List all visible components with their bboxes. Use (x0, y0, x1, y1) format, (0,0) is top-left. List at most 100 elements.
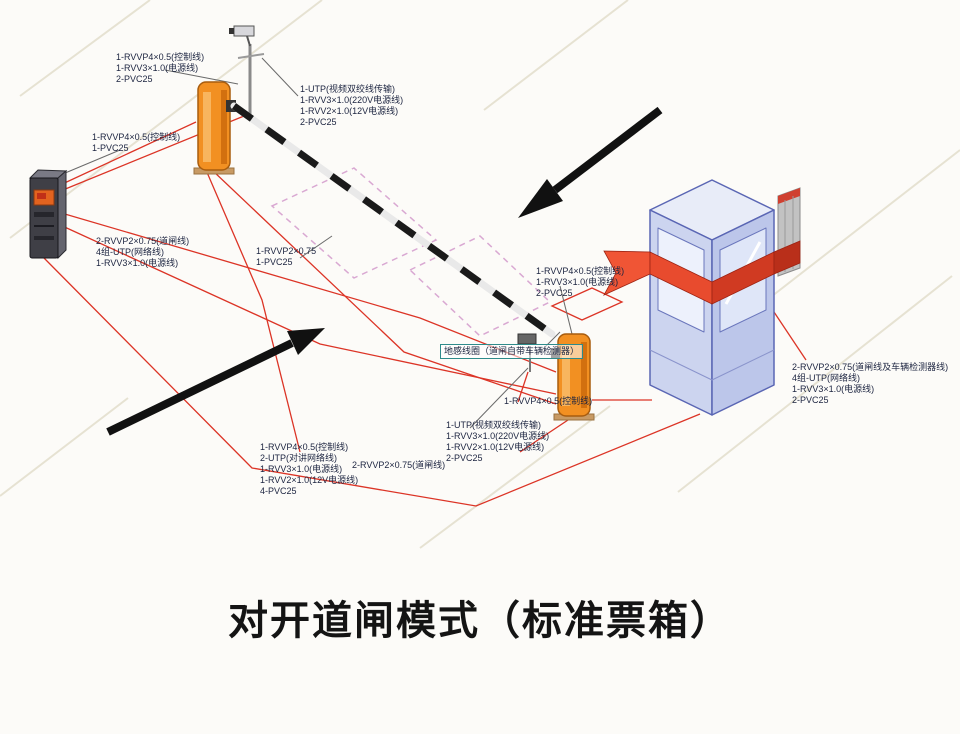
cable-label: 1-RVV3×1.0(电源线) (536, 277, 619, 287)
road-line (0, 397, 129, 497)
cable-label: 2-PVC25 (792, 395, 829, 405)
arrow-shaft (106, 339, 294, 436)
guard-booth (649, 179, 775, 416)
arrow-head (287, 328, 325, 355)
leader-lines (57, 57, 573, 429)
road-line (19, 0, 151, 97)
pole-crossbar (237, 53, 265, 59)
card-slot (34, 236, 54, 240)
road-line (483, 0, 629, 111)
cable-label: 2-RVVP2×0.75(道闸线) (96, 236, 190, 246)
cable-label: 2-UTP(对讲网络线) (260, 453, 337, 463)
booth-ribbon (603, 240, 801, 305)
mini-camera-icon (517, 333, 537, 345)
label-group-arm-center: 1-RVVP2×0.75 1-PVC25 (256, 246, 316, 268)
label-ground-loop: 地感线圈（道闸自带车辆检测器） (440, 344, 584, 359)
cable-label: 4-PVC25 (260, 486, 297, 496)
arrow-head (518, 179, 563, 218)
traffic-arrow-in (518, 106, 663, 218)
cable-label: 2-PVC25 (116, 74, 153, 84)
cable-label: 1-RVV3×1.0(220V电源线) (446, 431, 550, 441)
booth-panel-line (649, 349, 713, 381)
island-outlines (270, 167, 552, 337)
cable-label: 1-RVV3×1.0(220V电源线) (300, 95, 404, 105)
barrier-shade (581, 342, 587, 408)
diagram-title: 对开道闸模式（标准票箱） (228, 599, 732, 643)
cable-label: 4组-UTP(网络线) (96, 247, 164, 257)
cable-label: 1-RVV2×1.0(12V电源线) (446, 442, 545, 452)
label-group-camera-top: 1-UTP(视频双绞线传输) 1-RVV3×1.0(220V电源线) 1-RVV… (300, 84, 403, 128)
screen-detail (37, 193, 46, 199)
leader-line (164, 69, 239, 85)
camera-icon (233, 25, 255, 37)
camera-lens (229, 28, 234, 34)
cable-label: 1-PVC25 (256, 257, 293, 267)
booth-panel-line (711, 349, 775, 381)
cable-label: 1-RVV3×1.0(电源线) (260, 464, 343, 474)
traffic-arrow-out (106, 328, 325, 436)
label-group-booth-right: 2-RVVP2×0.75(道闸线及车辆检测器线) 4组-UTP(网络线) 1-R… (792, 362, 948, 406)
cable-label: 1-RVV3×1.0(电源线) (96, 258, 179, 268)
arrow-shaft (552, 106, 663, 194)
cable-label: 1-RVV2×1.0(12V电源线) (300, 106, 399, 116)
wire (43, 257, 701, 507)
road-line (677, 275, 953, 493)
label-group-pole: 1-RVVP4×0.5(控制线) 1-RVV3×1.0(电源线) 2-PVC25 (116, 52, 204, 85)
leader-line (57, 149, 121, 177)
cable-label: 2-RVVP2×0.75(道闸线) (352, 460, 446, 470)
barrier-arm (230, 102, 556, 338)
barrier-gate-left (193, 81, 236, 175)
cable-label: 1-RVVP4×0.5(控制线) (92, 132, 181, 142)
cable-label: 2-RVVP2×0.75(道闸线及车辆检测器线) (792, 362, 949, 372)
leader-line (299, 235, 333, 259)
cable-label: 1-RVV2×1.0(12V电源线) (260, 475, 359, 485)
island-outline (270, 167, 438, 279)
panel-cap (778, 188, 800, 204)
wire (517, 371, 529, 403)
ticket-machine-side (57, 169, 67, 260)
cable-label: 1-RVVP4×0.5(控制线) (116, 52, 205, 62)
barrier-highlight (562, 344, 570, 406)
leader-line (261, 57, 299, 97)
wire (211, 169, 557, 405)
cable-label: 1-RVVP2×0.75 (256, 246, 317, 256)
cable-label: 1-RVV3×1.0(电源线) (116, 63, 199, 73)
leader-line (559, 285, 573, 335)
camera-pole (229, 25, 265, 114)
cable-label: 1-PVC25 (92, 143, 129, 153)
cable-label: 地感线圈（道闸自带车辆检测器） (444, 346, 580, 356)
wire (205, 169, 301, 453)
label-group-control-bottom: 1-RVVP4×0.5(控制线) (504, 396, 592, 407)
cable-label: 1-RVVP4×0.5(控制线) (260, 442, 349, 452)
wire (57, 121, 197, 187)
wire (773, 311, 807, 361)
road-line (419, 405, 611, 549)
label-group-ticket-upper: 1-RVVP4×0.5(控制线) 1-PVC25 (92, 132, 180, 154)
cable-label: 1-RVV3×1.0(电源线) (792, 384, 875, 394)
label-group-ticket-lower: 2-RVVP2×0.75(道闸线) 4组-UTP(网络线) 1-RVV3×1.0… (96, 236, 189, 269)
label-group-barrier-line-bottom: 2-RVVP2×0.75(道闸线) (352, 460, 445, 471)
cable-label: 2-PVC25 (300, 117, 337, 127)
ticket-dispenser (28, 169, 68, 260)
cable-label: 1-RVVP4×0.5(控制线) (536, 266, 625, 276)
cable-label: 2-PVC25 (446, 453, 483, 463)
wire (519, 415, 575, 453)
cable-label: 2-PVC25 (536, 288, 573, 298)
cable-label: 1-UTP(视频双绞线传输) (300, 84, 395, 94)
label-group-barrier-right: 1-RVVP4×0.5(控制线) 1-RVV3×1.0(电源线) 2-PVC25 (536, 266, 624, 299)
barrier-highlight (203, 92, 211, 162)
camera-mount (246, 35, 251, 47)
label-group-camera-bottom: 1-UTP(视频双绞线传输) 1-RVV3×1.0(220V电源线) 1-RVV… (446, 420, 549, 464)
label-group-intercom-bottom: 1-RVVP4×0.5(控制线) 2-UTP(对讲网络线) 1-RVV3×1.0… (260, 442, 358, 497)
ground-loop-outline (550, 287, 624, 321)
button-panel (34, 212, 54, 217)
cable-label: 1-RVVP4×0.5(控制线) (504, 396, 593, 406)
leader-line (469, 367, 529, 429)
cable-label: 4组-UTP(网络线) (792, 373, 860, 383)
ribbon-tail (773, 240, 801, 275)
cable-label: 1-UTP(视频双绞线传输) (446, 420, 541, 430)
arm-stripes (231, 103, 555, 337)
barrier-shade (221, 90, 227, 164)
